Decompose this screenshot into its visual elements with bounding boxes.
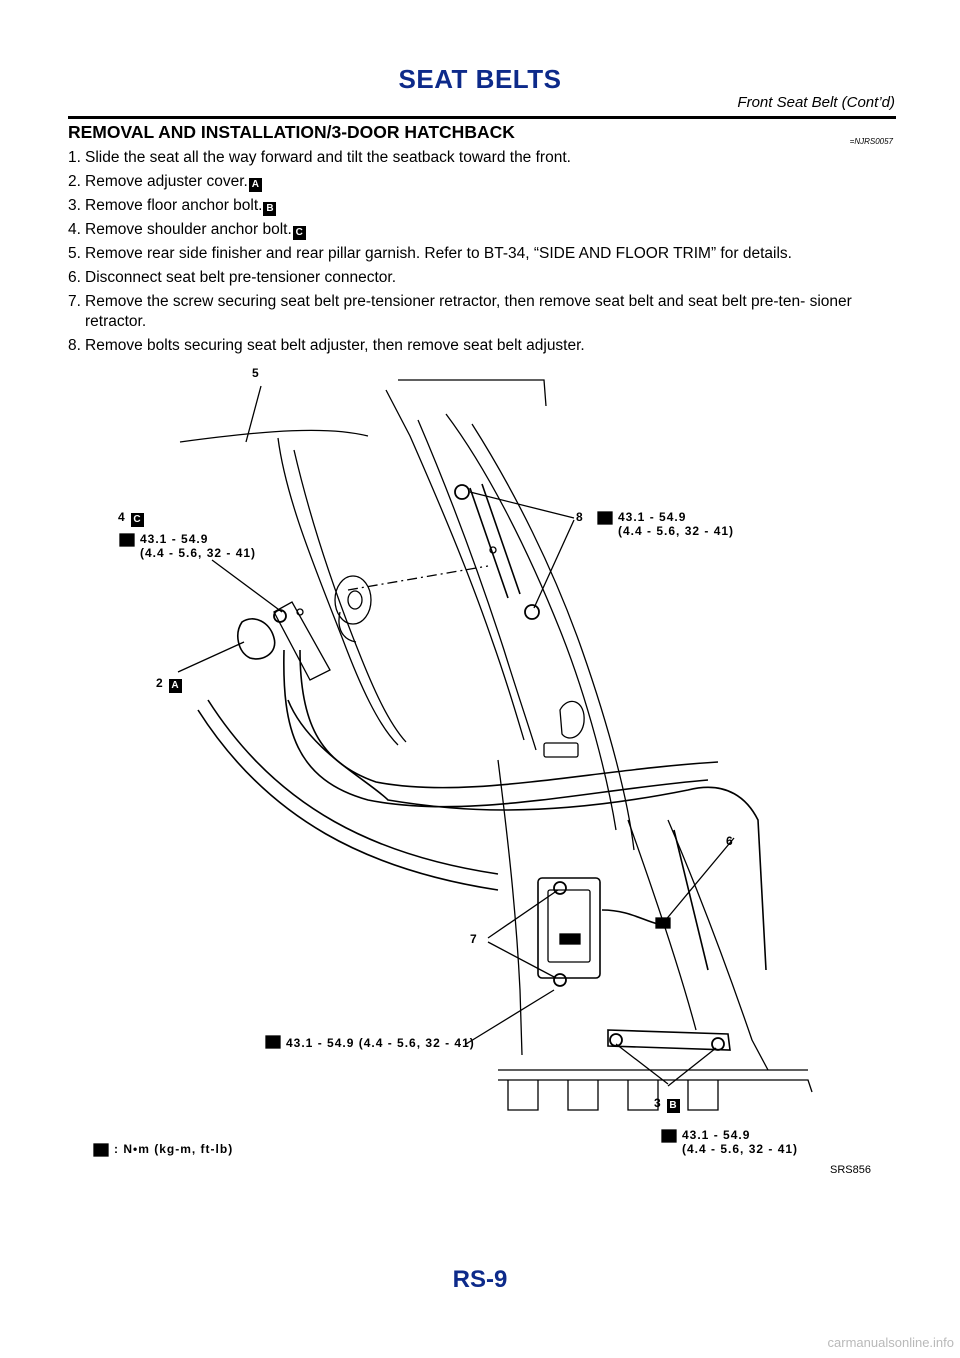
step-number: 8. — [68, 337, 81, 354]
procedure-steps: 1.Slide the seat all the way forward and… — [68, 148, 898, 360]
diagram-illustration — [93, 379, 813, 1157]
step-text: Remove shoulder anchor bolt. — [85, 221, 292, 238]
reference-symbol-icon: C — [292, 226, 306, 240]
torque-spec-c4: 43.1 - 54.9(4.4 - 5.6, 32 - 41) — [140, 532, 257, 560]
step-item: 6.Disconnect seat belt pre-tensioner con… — [68, 268, 898, 288]
page-subtitle: Front Seat Belt (Cont’d) — [737, 94, 895, 111]
callout-7: 7 — [470, 932, 478, 946]
step-item: 1.Slide the seat all the way forward and… — [68, 148, 898, 168]
section-title: REMOVAL AND INSTALLATION/3-DOOR HATCHBAC… — [68, 122, 515, 142]
torque-wrench-icon — [597, 511, 613, 525]
callout-5: 5 — [252, 366, 260, 380]
callout-2: 2 A — [156, 676, 183, 693]
torque-wrench-icon — [93, 1143, 109, 1157]
step-text: Remove rear side finisher and rear pilla… — [85, 245, 792, 262]
step-item: 7.Remove the screw securing seat belt pr… — [68, 292, 898, 332]
torque-spec-c7: 43.1 - 54.9 (4.4 - 5.6, 32 - 41) — [286, 1036, 475, 1050]
step-item: 2.Remove adjuster cover.A — [68, 172, 898, 192]
torque-spec-c3: 43.1 - 54.9(4.4 - 5.6, 32 - 41) — [682, 1128, 799, 1156]
step-item: 8.Remove bolts securing seat belt adjust… — [68, 336, 898, 356]
step-number: 6. — [68, 269, 81, 286]
step-item: 5.Remove rear side finisher and rear pil… — [68, 244, 898, 264]
step-text: Remove adjuster cover. — [85, 173, 248, 190]
torque-wrench-icon — [661, 1129, 677, 1143]
callout-4: 4 C — [118, 510, 145, 527]
reference-symbol-icon: B — [263, 202, 277, 216]
callout-6: 6 — [726, 834, 734, 848]
step-text: Remove the screw securing seat belt pre-… — [85, 293, 852, 330]
seat-belt-diagram: 5 4 C 8 2 A 6 7 3 B 43.1 - 54.9(4.4 - 5.… — [68, 350, 898, 1180]
torque-wrench-icon — [265, 1035, 281, 1049]
step-item: 4.Remove shoulder anchor bolt.C — [68, 220, 898, 240]
step-text: Remove floor anchor bolt. — [85, 197, 263, 214]
callout-3: 3 B — [654, 1096, 681, 1113]
figure-code: SRS856 — [830, 1164, 871, 1176]
step-number: 2. — [68, 173, 81, 190]
torque-unit-legend: : N•m (kg-m, ft-lb) — [114, 1142, 234, 1156]
reference-symbol-icon: A — [169, 679, 183, 693]
torque-spec-c8: 43.1 - 54.9(4.4 - 5.6, 32 - 41) — [618, 510, 735, 538]
callout-8: 8 — [576, 510, 584, 524]
step-number: 4. — [68, 221, 81, 238]
step-number: 7. — [68, 293, 81, 310]
step-text: Slide the seat all the way forward and t… — [85, 149, 571, 166]
page-number: RS-9 — [452, 1266, 508, 1293]
step-text: Disconnect seat belt pre-tensioner conne… — [85, 269, 397, 286]
torque-wrench-icon — [119, 533, 135, 547]
reference-symbol-icon: C — [131, 513, 145, 527]
step-text: Remove bolts securing seat belt adjuster… — [85, 337, 585, 354]
reference-symbol-icon: B — [667, 1099, 681, 1113]
reference-symbol-icon: A — [248, 178, 262, 192]
header-divider — [68, 116, 896, 119]
watermark: carmanualsonline.info — [827, 1335, 954, 1350]
step-number: 3. — [68, 197, 81, 214]
page-title: SEAT BELTS — [398, 64, 562, 94]
step-item: 3.Remove floor anchor bolt.B — [68, 196, 898, 216]
section-code: =NJRS0057 — [849, 137, 893, 146]
step-number: 1. — [68, 149, 81, 166]
step-number: 5. — [68, 245, 81, 262]
